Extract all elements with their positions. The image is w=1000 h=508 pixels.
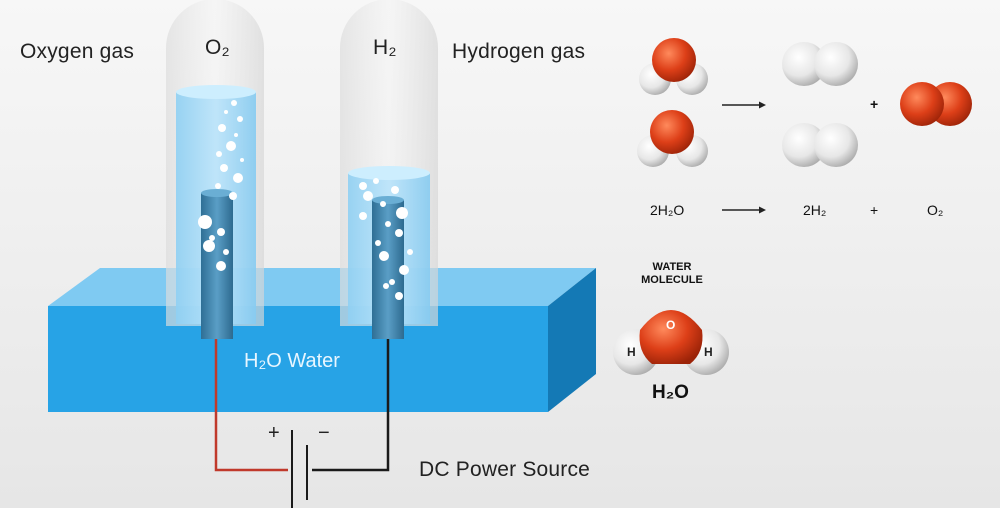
water-molecule-title-line1: WATER <box>652 261 692 273</box>
hydrogen-left-symbol: H <box>627 345 636 359</box>
water-molecule-title-line2: MOLECULE <box>641 274 703 286</box>
power-source-label: DC Power Source <box>419 458 591 481</box>
product-oxygen-molecule <box>900 82 972 126</box>
product-hydrogen-molecule-top <box>782 42 858 86</box>
oxygen-gas-label: Oxygen gas <box>20 40 135 63</box>
hydrogen-right-symbol: H <box>704 345 713 359</box>
water-molecule-formula: H₂O <box>652 382 689 403</box>
equation-top-plus: + <box>870 96 879 112</box>
equation-reactant: 2H₂O <box>650 202 685 218</box>
reactant-water-molecule-bottom <box>637 110 708 167</box>
o2-tube-label: O₂ <box>205 36 230 59</box>
reactant-water-molecule-top <box>639 38 708 95</box>
equation-product-hydrogen: 2H₂ <box>803 202 827 218</box>
circuit <box>214 339 390 508</box>
oxygen-bubbles <box>198 100 244 271</box>
negative-wire <box>312 339 390 472</box>
water-label: H₂O Water <box>244 350 340 372</box>
water-tank <box>48 268 596 412</box>
water-molecule-title: WATER MOLECULE <box>630 261 714 287</box>
equation-reactant-water-molecules <box>637 38 708 167</box>
oxygen-atom-symbol: O <box>666 318 676 332</box>
product-hydrogen-molecules <box>782 42 858 167</box>
reaction-arrow-bottom-head <box>759 206 766 214</box>
h2-tube-label: H₂ <box>373 36 397 59</box>
hydrogen-bubbles <box>359 178 413 300</box>
equation-plus: + <box>870 202 879 218</box>
reaction-arrow-top-head <box>759 101 766 109</box>
positive-wire <box>214 339 288 472</box>
hydrogen-gas-label: Hydrogen gas <box>452 40 586 63</box>
negative-terminal-symbol: − <box>318 422 330 444</box>
water-molecule-model <box>613 310 729 375</box>
positive-terminal-symbol: + <box>268 422 280 444</box>
equation-product-oxygen: O₂ <box>927 202 944 218</box>
product-hydrogen-molecule-bottom <box>782 123 858 167</box>
